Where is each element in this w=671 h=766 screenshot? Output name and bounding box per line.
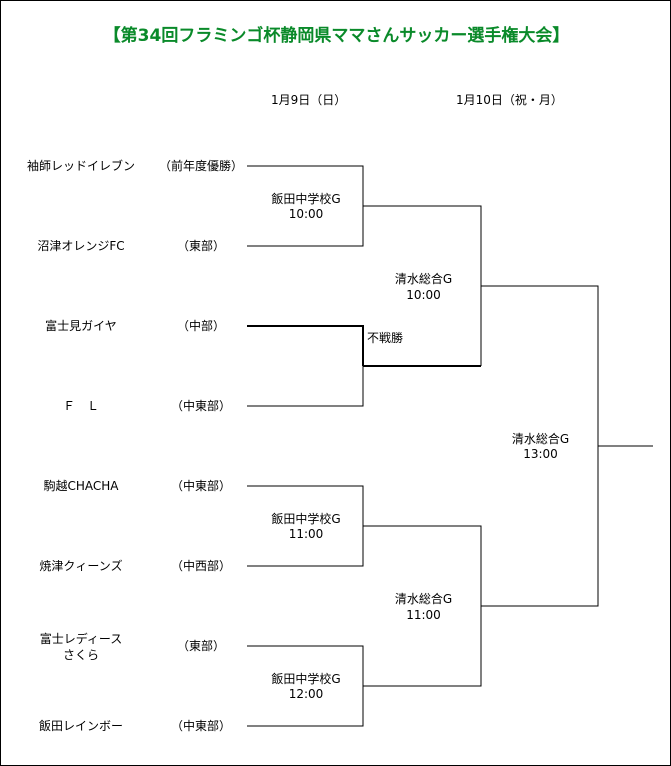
- team-region: （東部）: [176, 639, 225, 653]
- team-region: （中東部）: [170, 399, 231, 413]
- date-day1: 1月9日（日）: [271, 93, 347, 107]
- forfeit-note: 不戦勝: [367, 331, 404, 345]
- team-region: （東部）: [176, 239, 225, 253]
- match-time: 11:00: [288, 527, 324, 541]
- bracket-line: [481, 285, 599, 607]
- match-venue: 清水総合G: [511, 432, 570, 446]
- team-name: 飯田レインボー: [38, 719, 123, 733]
- team-name-line2: さくら: [62, 648, 99, 662]
- match-venue: 清水総合G: [394, 592, 453, 606]
- match-time: 11:00: [406, 608, 441, 622]
- team-region: （中東部）: [170, 479, 231, 493]
- match-venue: 飯田中学校G: [271, 512, 341, 526]
- match-time: 12:00: [288, 687, 324, 701]
- match-time: 10:00: [406, 288, 441, 302]
- team-region: （前年度優勝）: [158, 159, 243, 173]
- match-time: 10:00: [288, 207, 324, 221]
- team-name: 富士見ガイヤ: [45, 319, 117, 333]
- date-day2: 1月10日（祝・月）: [456, 93, 563, 107]
- team-name: Ｆ Ｌ: [62, 399, 99, 413]
- team-name: 富士レディース: [39, 632, 123, 646]
- bracket-line: [247, 485, 364, 567]
- bracket-line: [247, 325, 364, 366]
- team-name: 焼津クィーンズ: [39, 559, 123, 573]
- bracket-line: [247, 645, 364, 727]
- team-region: （中西部）: [170, 559, 231, 573]
- bracket-line: [247, 366, 364, 407]
- match-venue: 清水総合G: [394, 272, 453, 286]
- bracket-line: [247, 165, 364, 247]
- team-region: （中部）: [176, 319, 225, 333]
- team-name: 駒越CHACHA: [43, 479, 119, 493]
- match-venue: 飯田中学校G: [271, 672, 341, 686]
- page-title: 【第34回フラミンゴ杯静岡県ママさんサッカー選手権大会】: [103, 26, 570, 46]
- team-name: 沼津オレンジFC: [37, 239, 125, 253]
- bracket-line: [363, 525, 482, 687]
- match-time: 13:00: [523, 447, 558, 461]
- match-venue: 飯田中学校G: [271, 192, 341, 206]
- team-name: 袖師レッドイレブン: [26, 159, 135, 173]
- team-region: （中東部）: [170, 719, 231, 733]
- bracket-line: [363, 205, 482, 366]
